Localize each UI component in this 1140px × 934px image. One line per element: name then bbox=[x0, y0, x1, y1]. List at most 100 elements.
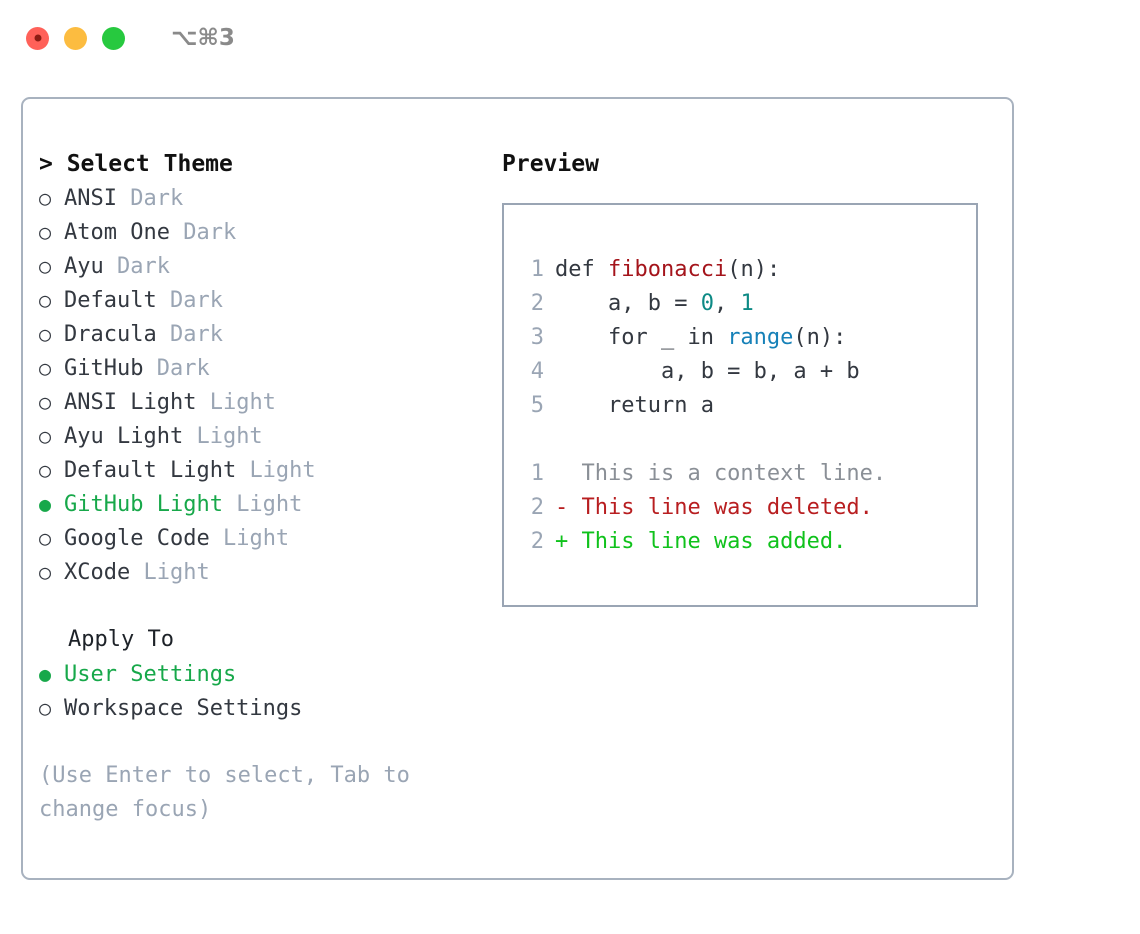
diff-sample: 1 This is a context line. 2 - This line wa… bbox=[520, 457, 976, 559]
line-number: 5 bbox=[530, 393, 544, 418]
preview-spacer bbox=[520, 423, 976, 457]
theme-item[interactable]: ○ANSI Dark bbox=[39, 181, 488, 215]
code-line-text: return a bbox=[555, 389, 714, 423]
theme-name-label: XCode bbox=[64, 560, 144, 585]
code-line-text: def fibonacci(n): bbox=[555, 253, 780, 287]
keyboard-hint-text: (Use Enter to select, Tab to change focu… bbox=[39, 763, 424, 822]
theme-name-label: Atom One bbox=[64, 220, 184, 245]
theme-kind-label: Light bbox=[236, 492, 303, 517]
radio-unselected-icon: ○ bbox=[39, 322, 52, 346]
close-window-button[interactable] bbox=[26, 26, 49, 50]
apply-to-option[interactable]: ● User Settings bbox=[39, 657, 488, 691]
theme-item[interactable]: ● GitHub Light Light bbox=[39, 487, 488, 521]
code-token: , bbox=[713, 291, 741, 316]
radio-unselected-icon: ○ bbox=[39, 526, 52, 550]
diff-line-text: - This line was deleted. bbox=[555, 495, 873, 520]
theme-kind-label: Dark bbox=[169, 288, 223, 313]
apply-to-option[interactable]: ○Workspace Settings bbox=[39, 691, 488, 725]
diff-line-text: This is a context line. bbox=[555, 461, 887, 486]
theme-name-label: Ayu bbox=[64, 254, 117, 279]
theme-kind-label: Light bbox=[196, 424, 263, 449]
code-line-text: for _ in range(n): bbox=[555, 321, 846, 355]
code-token: def bbox=[555, 257, 608, 282]
radio-unselected-icon: ○ bbox=[39, 288, 52, 312]
apply-to-option-label: Workspace Settings bbox=[64, 696, 303, 721]
theme-list[interactable]: ○ANSI Dark○Atom One Dark○Ayu Dark○Defaul… bbox=[39, 181, 488, 589]
theme-item[interactable]: ○ Google Code Light bbox=[39, 521, 488, 555]
radio-unselected-icon: ○ bbox=[39, 424, 52, 448]
theme-item[interactable]: ○Atom One Dark bbox=[39, 215, 488, 249]
radio-unselected-icon: ○ bbox=[39, 390, 52, 414]
theme-kind-label: Dark bbox=[156, 356, 210, 381]
theme-name-label: Default bbox=[64, 288, 170, 313]
theme-kind-label: Dark bbox=[183, 220, 237, 245]
preview-heading: Preview bbox=[502, 151, 599, 177]
code-token: (n): bbox=[727, 257, 781, 282]
code-token: fibonacci bbox=[607, 257, 728, 282]
theme-selector-panel: > Select Theme ○ANSI Dark○Atom One Dark○… bbox=[21, 97, 1014, 880]
radio-selected-icon: ● bbox=[39, 662, 52, 686]
radio-unselected-icon: ○ bbox=[39, 356, 52, 380]
line-number: 1 bbox=[530, 257, 544, 282]
theme-name-label: Ayu Light bbox=[64, 424, 197, 449]
code-token: a, b = b, a + b bbox=[555, 359, 860, 384]
theme-kind-label: Dark bbox=[169, 322, 223, 347]
theme-item[interactable]: ○ Default Dark bbox=[39, 283, 488, 317]
theme-item[interactable]: ○GitHub Dark bbox=[39, 351, 488, 385]
zoom-window-button[interactable] bbox=[102, 26, 125, 50]
theme-item[interactable]: ○ Default Light Light bbox=[39, 453, 488, 487]
code-line: 5 return a bbox=[520, 389, 976, 423]
theme-kind-label: Light bbox=[222, 526, 290, 551]
apply-to-section: Apply To ● User Settings ○Workspace Settin… bbox=[39, 623, 488, 725]
theme-name-label: GitHub Light bbox=[64, 492, 237, 517]
line-number: 2 bbox=[530, 291, 544, 316]
line-number: 2 bbox=[530, 495, 544, 520]
apply-to-heading: Apply To bbox=[68, 627, 174, 652]
theme-kind-label: Light bbox=[143, 560, 210, 585]
theme-selection-column: > Select Theme ○ANSI Dark○Atom One Dark○… bbox=[23, 99, 488, 878]
theme-name-label: Default Light bbox=[64, 458, 250, 483]
line-number: 1 bbox=[530, 461, 544, 486]
traffic-light-group bbox=[26, 26, 125, 50]
line-number: 2 bbox=[530, 529, 544, 554]
minimize-window-button[interactable] bbox=[64, 26, 87, 50]
theme-name-label: ANSI Light bbox=[64, 390, 210, 415]
code-line: 1 def fibonacci(n): bbox=[520, 253, 976, 287]
diff-line: 2 - This line was deleted. bbox=[520, 491, 976, 525]
radio-unselected-icon: ○ bbox=[39, 560, 52, 584]
code-token: (n): bbox=[793, 325, 847, 350]
theme-item[interactable]: ○ Dracula Dark bbox=[39, 317, 488, 351]
diff-line-text: + This line was added. bbox=[555, 529, 847, 554]
theme-item[interactable]: ○ XCode Light bbox=[39, 555, 488, 589]
code-token: for _ in bbox=[555, 325, 728, 350]
diff-line: 2 + This line was added. bbox=[520, 525, 976, 559]
theme-item[interactable]: ○Ayu Dark bbox=[39, 249, 488, 283]
code-line-text: a, b = 0, 1 bbox=[555, 287, 754, 321]
code-token: a, b = bbox=[555, 291, 701, 316]
theme-name-label: Google Code bbox=[64, 526, 223, 551]
diff-line: 1 This is a context line. bbox=[520, 457, 976, 491]
theme-kind-label: Light bbox=[249, 458, 316, 483]
radio-unselected-icon: ○ bbox=[39, 458, 52, 482]
code-line: 2 a, b = 0, 1 bbox=[520, 287, 976, 321]
line-number: 4 bbox=[530, 359, 544, 384]
theme-item[interactable]: ○ Ayu Light Light bbox=[39, 419, 488, 453]
keyboard-shortcut-label: ⌥⌘3 bbox=[171, 25, 235, 51]
radio-unselected-icon: ○ bbox=[39, 254, 52, 278]
apply-to-option-label: User Settings bbox=[64, 662, 237, 687]
code-token: return a bbox=[555, 393, 714, 418]
theme-name-label: Dracula bbox=[64, 322, 170, 347]
apply-to-options[interactable]: ● User Settings ○Workspace Settings bbox=[39, 657, 488, 725]
theme-kind-label: Light bbox=[209, 390, 276, 415]
code-token: 1 bbox=[740, 291, 754, 316]
theme-name-label: ANSI bbox=[64, 186, 131, 211]
theme-item[interactable]: ○ ANSI Light Light bbox=[39, 385, 488, 419]
code-token: 0 bbox=[700, 291, 714, 316]
title-bar: ⌥⌘3 bbox=[0, 0, 1140, 76]
code-line: 3 for _ in range(n): bbox=[520, 321, 976, 355]
radio-selected-icon: ● bbox=[39, 492, 52, 516]
select-theme-heading: > Select Theme bbox=[39, 151, 233, 177]
